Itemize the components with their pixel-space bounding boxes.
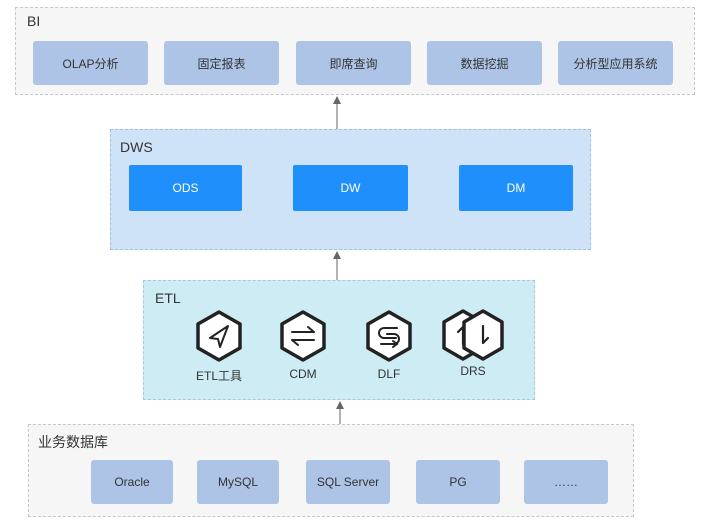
- etl-tool-etl[interactable]: ETL工具: [184, 310, 254, 384]
- etl-layer: ETL ETL工具 CDM DLF DRS: [143, 280, 535, 400]
- bi-layer: BI OLAP分析 固定报表 即席查询 数据挖掘 分析型应用系统: [15, 7, 695, 95]
- etl-tool-drs[interactable]: DRS: [433, 307, 513, 378]
- source-item-pg[interactable]: PG: [416, 460, 500, 504]
- etl-tool-dlf[interactable]: DLF: [354, 310, 424, 381]
- sources-layer-title: 业务数据库: [38, 434, 108, 450]
- etl-layer-title: ETL: [155, 290, 181, 306]
- sources-layer: 业务数据库 Oracle MySQL SQL Server PG ……: [28, 424, 634, 517]
- dws-layer-title: DWS: [120, 139, 153, 155]
- etl-tool-label: DRS: [460, 364, 486, 378]
- bi-item-olap[interactable]: OLAP分析: [33, 41, 148, 85]
- navigation-arrow-icon: [196, 310, 242, 362]
- source-item-oracle[interactable]: Oracle: [91, 460, 173, 504]
- dws-item-ods[interactable]: ODS: [129, 165, 242, 211]
- dws-item-dw[interactable]: DW: [293, 165, 408, 211]
- source-item-sql-server[interactable]: SQL Server: [306, 460, 390, 504]
- bi-item-fixed-report[interactable]: 固定报表: [164, 41, 279, 85]
- bi-layer-title: BI: [27, 13, 41, 29]
- etl-tool-label: DLF: [377, 367, 401, 381]
- bi-item-analytic-app[interactable]: 分析型应用系统: [558, 41, 673, 85]
- source-item-mysql[interactable]: MySQL: [197, 460, 279, 504]
- etl-tool-label: CDM: [289, 367, 317, 381]
- etl-tool-label: ETL工具: [195, 369, 242, 383]
- bi-item-adhoc-query[interactable]: 即席查询: [296, 41, 411, 85]
- sync-replication-icon: [442, 309, 504, 361]
- dws-layer: DWS ODS DW DM: [110, 129, 591, 250]
- etl-tool-cdm[interactable]: CDM: [268, 310, 338, 381]
- loop-arrow-icon: [366, 310, 412, 362]
- dws-item-dm[interactable]: DM: [459, 165, 573, 211]
- source-item-more[interactable]: ……: [524, 460, 608, 504]
- bi-item-data-mining[interactable]: 数据挖掘: [427, 41, 542, 85]
- bidirectional-arrows-icon: [280, 310, 326, 362]
